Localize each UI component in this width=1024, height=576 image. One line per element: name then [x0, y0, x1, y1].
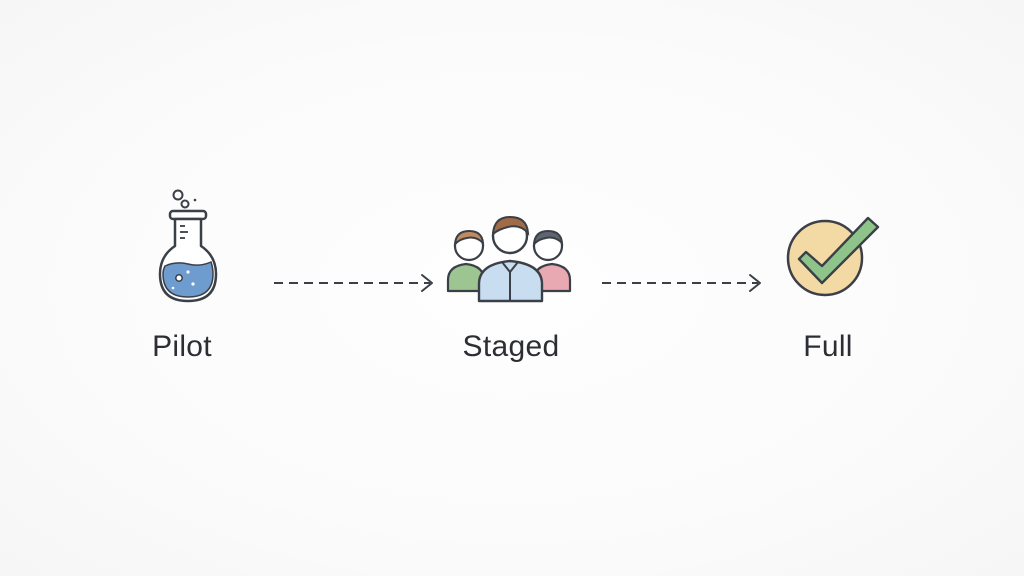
arrow-right-icon — [274, 274, 433, 292]
stage-label-full: Full — [803, 330, 853, 363]
stage-staged: Staged — [421, 180, 601, 363]
stage-label-staged: Staged — [462, 330, 560, 363]
people-group-icon — [446, 215, 572, 303]
stage-pilot: Pilot — [92, 180, 272, 363]
flask-icon — [158, 189, 218, 303]
stage-full: Full — [738, 180, 918, 363]
checkmark-circle-icon — [786, 216, 880, 297]
arrow-right-icon — [602, 274, 761, 292]
stage-label-pilot: Pilot — [152, 330, 212, 363]
